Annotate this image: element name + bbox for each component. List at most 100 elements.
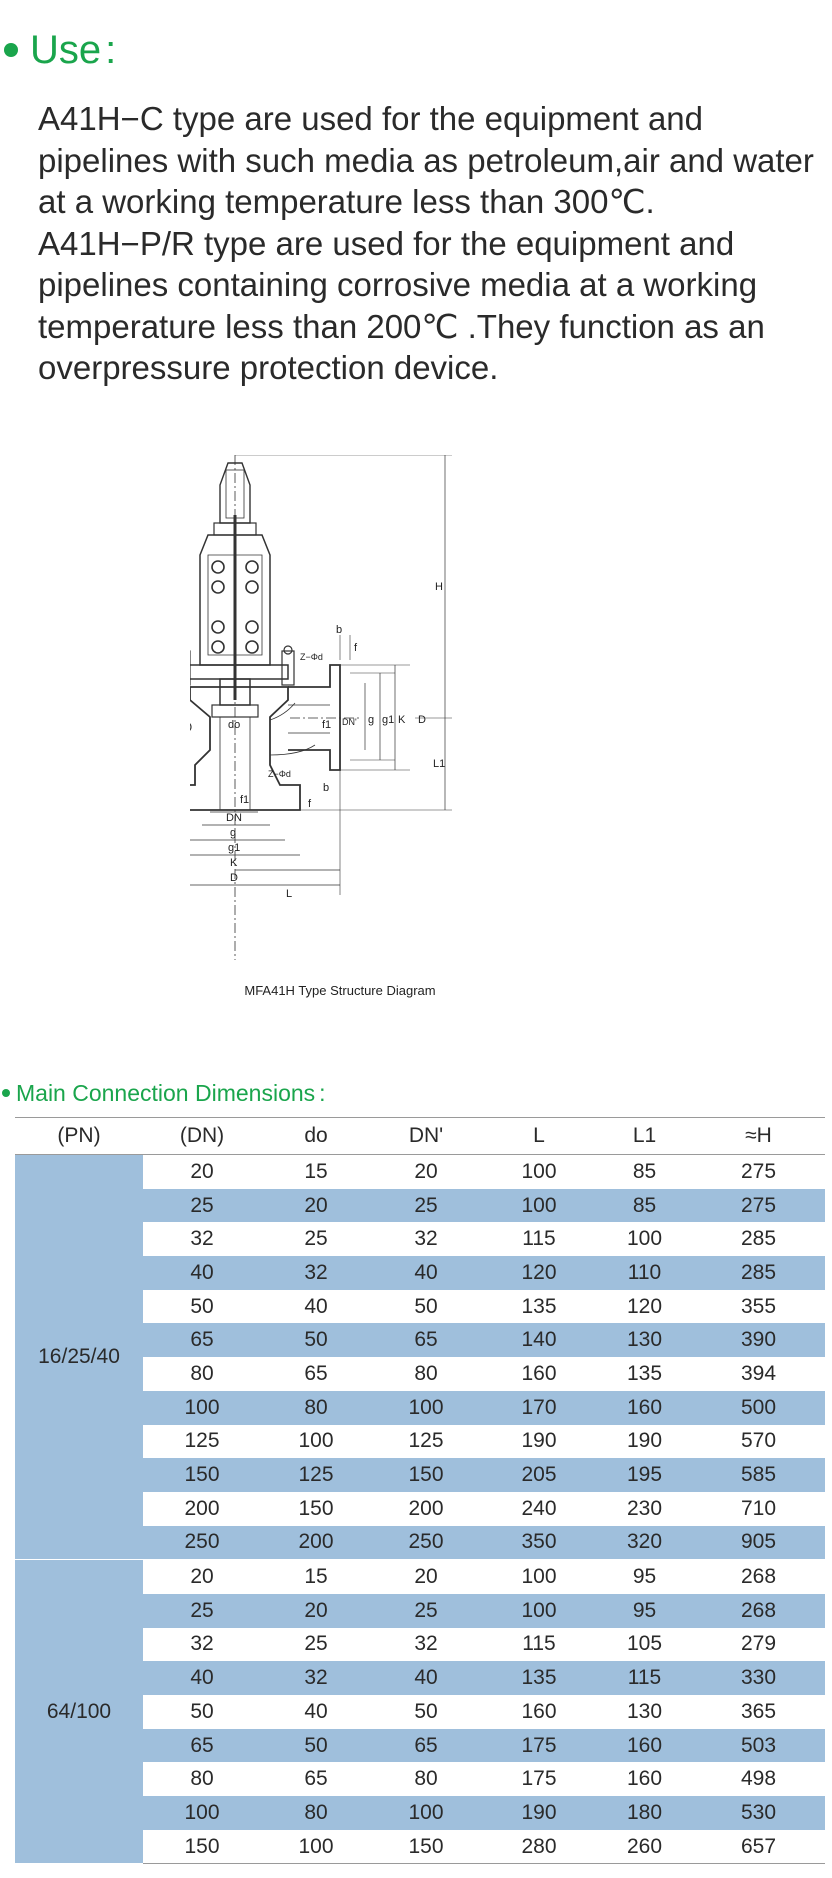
table-cell: 125	[408, 1429, 444, 1453]
table-cell: 330	[692, 1661, 825, 1695]
table-cell: 230	[626, 1496, 663, 1520]
table-cell: 20	[261, 1188, 371, 1223]
table-cell: 65	[143, 1728, 261, 1763]
table-cell: 40	[304, 1699, 328, 1723]
column-header: DN'	[371, 1117, 481, 1155]
table-cell: 170	[481, 1390, 597, 1425]
dims-title: Main Connection Dimensions	[16, 1079, 316, 1106]
table-cell: 40	[371, 1661, 481, 1695]
table-cell: 240	[521, 1496, 557, 1520]
table-cell: 15	[261, 1559, 371, 1594]
table-cell: 160	[626, 1767, 663, 1791]
table-cell: 503	[692, 1728, 825, 1763]
table-cell: 120	[481, 1256, 597, 1290]
table-cell: 25	[304, 1227, 328, 1251]
table-cell: 530	[692, 1796, 825, 1830]
table-cell: 20	[371, 1559, 481, 1594]
table-cell: 50	[414, 1699, 438, 1723]
table-cell: 80	[261, 1390, 371, 1425]
column-header: ≈H	[692, 1117, 825, 1155]
table-cell: 585	[692, 1458, 825, 1492]
table-cell: 190	[521, 1429, 557, 1453]
label-g1: g1	[382, 714, 394, 726]
table-cell: 100	[143, 1390, 261, 1425]
label-f1: f1	[322, 719, 331, 731]
column-header: L	[481, 1117, 597, 1155]
table-cell: 15	[304, 1159, 328, 1183]
use-colon: :	[105, 27, 117, 72]
table-cell: 570	[740, 1429, 777, 1453]
table-cell: 285	[740, 1227, 777, 1251]
label-g2: g	[230, 827, 236, 839]
use-title: Use	[30, 27, 102, 72]
table-cell: 80	[261, 1796, 371, 1830]
table-cell: 190	[626, 1429, 663, 1453]
table-cell: 100	[371, 1796, 481, 1830]
label-K2: K	[230, 857, 238, 869]
table-cell: 115	[597, 1661, 692, 1695]
table-cell: 140	[481, 1323, 597, 1358]
table-cell: 268	[692, 1559, 825, 1594]
label-zd2: Z−Φd	[268, 769, 291, 779]
table-cell: 905	[692, 1525, 825, 1560]
column-header: (DN)	[143, 1117, 261, 1155]
label-b2: b	[323, 782, 329, 794]
table-cell: 100	[481, 1188, 597, 1223]
table-cell: 200	[261, 1525, 371, 1560]
column-header: (PN)	[15, 1117, 143, 1155]
table-cell: 275	[740, 1159, 777, 1183]
table-cell: 350	[481, 1525, 597, 1560]
table-cell: 160	[597, 1390, 692, 1425]
table-cell: 32	[190, 1227, 214, 1251]
table-cell: 160	[521, 1699, 557, 1723]
table-cell: 150	[298, 1496, 334, 1520]
table-cell: 80	[414, 1361, 438, 1385]
label-H: H	[435, 581, 443, 593]
table-cell: 95	[597, 1593, 692, 1628]
table-cell: 65	[371, 1323, 481, 1358]
label-b: b	[336, 624, 342, 636]
diagram-caption: MFA41H Type Structure Diagram	[244, 983, 436, 998]
table-cell: 365	[740, 1699, 777, 1723]
dims-heading: Main Connection Dimensions :	[2, 1078, 326, 1108]
table-cell: 150	[371, 1458, 481, 1492]
table-cell: 32	[414, 1632, 438, 1656]
table-cell: 160	[597, 1728, 692, 1763]
table-cell: 135	[481, 1661, 597, 1695]
table-cell: 175	[521, 1767, 557, 1791]
table-cell: 498	[740, 1767, 777, 1791]
table-cell: 205	[481, 1458, 597, 1492]
label-f12: f1	[240, 794, 249, 806]
table-cell: 135	[521, 1294, 557, 1318]
table-cell: 25	[143, 1593, 261, 1628]
table-cell: 65	[304, 1767, 328, 1791]
table-cell: 20	[143, 1559, 261, 1594]
label-DN: DN	[226, 812, 242, 824]
dims-colon: :	[319, 1079, 326, 1106]
use-heading: Use :	[4, 22, 116, 78]
table-cell: 40	[304, 1294, 328, 1318]
table-cell: 130	[597, 1323, 692, 1358]
table-cell: 180	[597, 1796, 692, 1830]
table-cell: 50	[261, 1728, 371, 1763]
column-header: do	[261, 1117, 371, 1155]
table-cell: 190	[481, 1796, 597, 1830]
use-description: A41H−C type are used for the equipment a…	[38, 98, 828, 389]
label-zd: Z−Φd	[300, 652, 323, 662]
table-cell: 160	[521, 1361, 557, 1385]
table-cell: 150	[143, 1829, 261, 1865]
table-cell: 80	[190, 1767, 214, 1791]
label-do: do	[228, 719, 240, 731]
table-cell: 394	[740, 1361, 777, 1385]
